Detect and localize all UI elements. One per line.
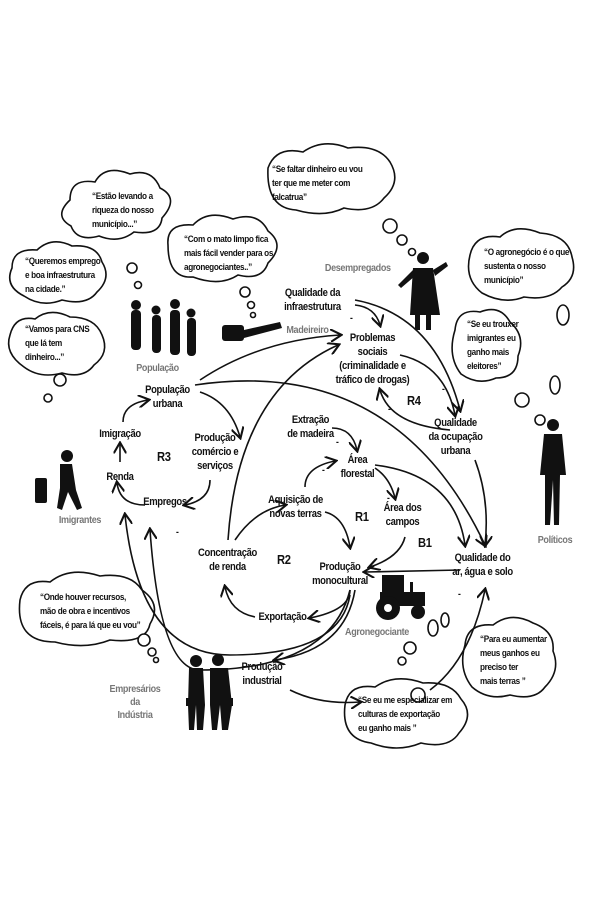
cloud-imigrantes xyxy=(451,308,522,382)
quote-agronegocio: “O agronegócio é o que sustenta o nosso … xyxy=(484,247,570,286)
quote-terras: “Para eu aumentar meus ganhos eu preciso… xyxy=(480,634,547,687)
cloud-emprego xyxy=(8,241,107,304)
tractor-icon xyxy=(376,575,425,620)
industry-businessmen-icon xyxy=(186,654,233,730)
polarity-sign: - xyxy=(176,527,179,538)
polarity-sign: - xyxy=(336,437,339,448)
actor-empresarios: Empresários da Indústria xyxy=(109,683,161,721)
loop-label-r2: R2 xyxy=(277,552,291,567)
population-people-icon xyxy=(131,299,196,356)
node-renda: Renda xyxy=(106,471,134,483)
node-populacao-urbana: População urbana xyxy=(145,384,190,410)
node-qualidade-ar-agua-solo: Qualidade do ar, água e solo xyxy=(452,552,513,578)
actor-populacao: População xyxy=(136,362,179,374)
cloud-riqueza xyxy=(60,169,172,240)
loop-label-r3: R3 xyxy=(157,449,171,464)
node-producao-monocultural: Produção monocultural xyxy=(312,561,368,587)
node-area-campos: Área dos campos xyxy=(383,502,422,528)
polarity-sign: - xyxy=(350,313,353,324)
node-comercio-servicos: Produção comércio e serviços xyxy=(191,432,239,472)
cloud-falcatrua xyxy=(267,143,396,215)
cloud-agronegocio xyxy=(467,228,575,301)
node-empregos: Empregos xyxy=(143,496,187,508)
node-area-florestal: Área florestal xyxy=(340,454,375,480)
causal-arrows xyxy=(117,299,486,703)
node-qualidade-ocupacao: Qualidade da ocupação urbana xyxy=(428,417,483,457)
polarity-sign: - xyxy=(458,589,461,600)
actor-madeireiro: Madeireiro xyxy=(286,324,329,336)
quote-falcatrua: “Se faltar dinheiro eu vou ter que me me… xyxy=(272,164,363,203)
unemployed-person-icon xyxy=(398,252,448,330)
node-concentracao-renda: Concentração de renda xyxy=(198,547,257,573)
loop-label-r1: R1 xyxy=(355,509,369,524)
actor-agronegociante: Agronegociante xyxy=(345,626,409,638)
thought-clouds xyxy=(7,143,575,749)
cloud-mato xyxy=(167,214,278,283)
quote-cns: “Vamos para CNS que lá tem dinheiro...” xyxy=(25,324,90,363)
node-imigracao: Imigração xyxy=(99,428,141,440)
quote-riqueza: “Estão levando a riqueza do nosso municí… xyxy=(92,191,154,230)
cloud-especializar xyxy=(343,678,469,749)
cloud-cns xyxy=(7,311,106,376)
cloud-recursos xyxy=(18,571,156,647)
chainsaw-icon xyxy=(222,322,282,341)
quote-emprego: “Queremos emprego e boa infraestrutura n… xyxy=(25,256,101,295)
quote-especializar: “Se eu me especializar em culturas de ex… xyxy=(358,695,453,734)
actor-desempregados: Desempregados xyxy=(324,262,391,274)
actor-imigrantes: Imigrantes xyxy=(58,514,102,526)
polarity-sign: - xyxy=(322,465,325,476)
node-producao-industrial: Produção industrial xyxy=(241,661,283,687)
actor-politicos: Políticos xyxy=(537,534,573,546)
politician-icon xyxy=(540,419,566,525)
loop-label-b1: B1 xyxy=(418,535,432,550)
quote-mato: “Com o mato limpo fica mais fácil vender… xyxy=(184,234,274,273)
polarity-sign: - xyxy=(387,493,390,504)
loop-label-r4: R4 xyxy=(407,393,421,408)
node-exportacao: Exportação xyxy=(258,611,307,623)
cloud-terras xyxy=(461,616,557,698)
polarity-sign: - xyxy=(458,533,461,544)
silhouettes xyxy=(35,252,566,730)
node-extracao-madeira: Extração de madeira xyxy=(287,414,334,440)
immigrant-walking-icon xyxy=(35,450,82,510)
node-aquisicao-terras: Aquisição de novas terras xyxy=(268,494,323,520)
node-problemas-sociais: Problemas sociais (criminalidade e tráfi… xyxy=(335,332,410,386)
polarity-sign: - xyxy=(388,404,391,415)
node-infraestrutura: Qualidade da infraestrutura xyxy=(284,287,341,313)
quote-imigrantes: “Se eu trouxer imigrantes eu ganho mais … xyxy=(467,319,519,372)
polarity-sign: - xyxy=(442,384,445,395)
quote-recursos: “Onde houver recursos, mão de obra e inc… xyxy=(40,592,141,631)
